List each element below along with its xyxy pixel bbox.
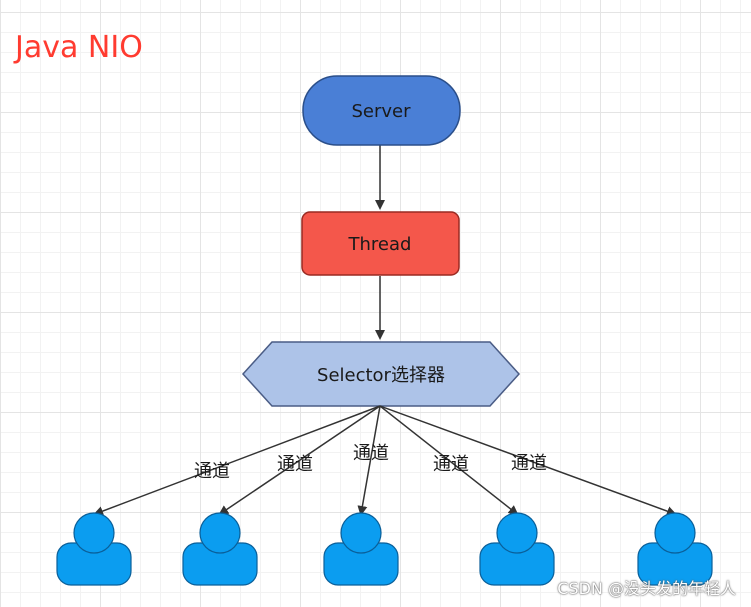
- client-icon: [56, 512, 132, 586]
- client-icon: [182, 512, 258, 586]
- channel-edge: [357, 405, 381, 516]
- selector-label: Selector选择器: [317, 365, 445, 386]
- channel-label: 通道: [511, 453, 547, 474]
- client-icon: [323, 512, 399, 586]
- channel-edge: [93, 405, 381, 516]
- watermark: CSDN @没头发的年轻人: [557, 579, 736, 598]
- channel-label: 通道: [194, 461, 230, 482]
- channel-label: 通道: [353, 443, 389, 464]
- server-node: Server: [302, 75, 461, 146]
- channel-edge: [379, 405, 519, 516]
- channel-edge: [379, 405, 677, 516]
- channel-edges: [93, 405, 677, 516]
- channel-label: 通道: [433, 454, 469, 475]
- server-label: Server: [351, 101, 411, 122]
- client-icon: [637, 512, 713, 586]
- diagram-title: Java NIO: [15, 30, 143, 65]
- thread-label: Thread: [348, 234, 412, 255]
- channel-edge: [218, 405, 381, 516]
- thread-node: Thread: [301, 211, 460, 276]
- client-icon: [479, 512, 555, 586]
- channel-label: 通道: [277, 454, 313, 475]
- clients-group: [56, 512, 713, 586]
- selector-node: Selector选择器: [241, 341, 521, 407]
- channel-labels: 通道 通道 通道 通道 通道: [194, 443, 547, 482]
